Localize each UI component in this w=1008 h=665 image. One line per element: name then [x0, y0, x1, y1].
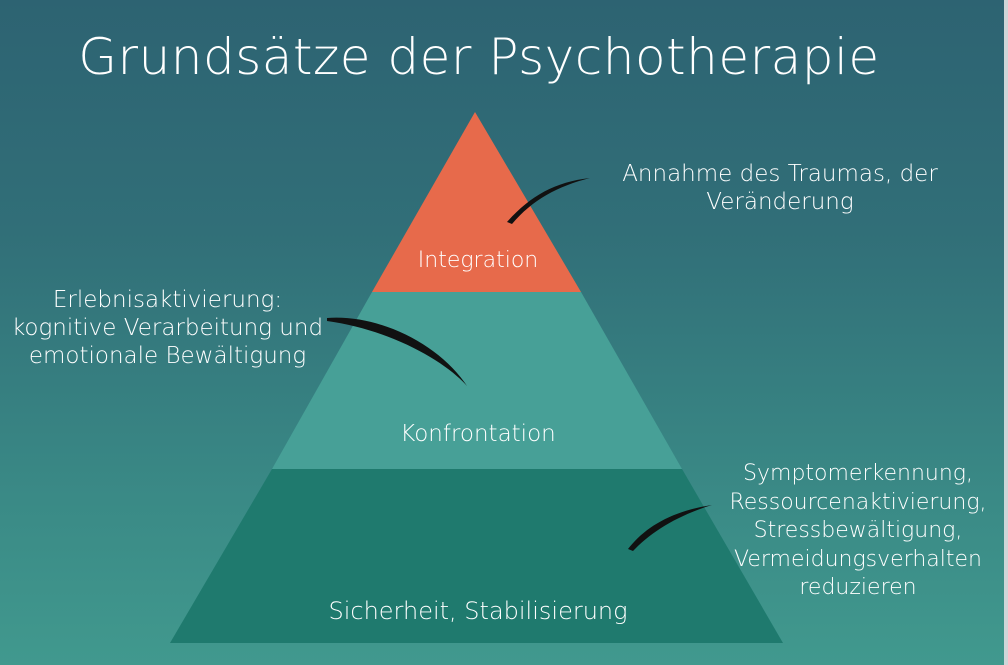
- annotation-line: kognitive Verarbeitung und: [11, 315, 324, 341]
- annotation-line: reduzieren: [799, 575, 917, 600]
- annotation-line: emotionale Bewältigung: [28, 343, 307, 369]
- annotation-line: Erlebnisaktivierung:: [52, 287, 283, 313]
- slide-title: Grundsätze der Psychotherapie: [78, 28, 880, 86]
- connector-sicherheit: [628, 505, 712, 551]
- annotation-line: Veränderung: [706, 189, 854, 215]
- level-label-konfrontation: Konfrontation: [400, 421, 556, 447]
- annotation-line: Stressbewältigung,: [753, 518, 963, 543]
- pyramid-level-sicherheit: [170, 469, 783, 643]
- connector-integration: [507, 178, 590, 224]
- level-label-sicherheit: Sicherheit, Stabilisierung: [328, 597, 628, 625]
- annotation-sicherheit: Symptomerkennung, Ressourcenaktivierung,…: [712, 460, 1004, 603]
- pyramid-level-konfrontation: [272, 292, 682, 469]
- annotation-integration: Annahme des Traumas, der Veränderung: [590, 160, 970, 216]
- level-label-integration: Integration: [417, 248, 539, 273]
- window-edge: [1004, 0, 1008, 665]
- annotation-line: Vermeidungsverhalten: [734, 546, 982, 572]
- annotation-line: Ressourcenaktivierung,: [729, 489, 987, 515]
- annotation-line: Annahme des Traumas, der: [622, 161, 938, 187]
- connector-konfrontation: [327, 317, 467, 386]
- annotation-line: Symptomerkennung,: [743, 461, 973, 486]
- pyramid-level-integration: [372, 112, 581, 292]
- annotation-konfrontation: Erlebnisaktivierung: kognitive Verarbeit…: [0, 286, 335, 370]
